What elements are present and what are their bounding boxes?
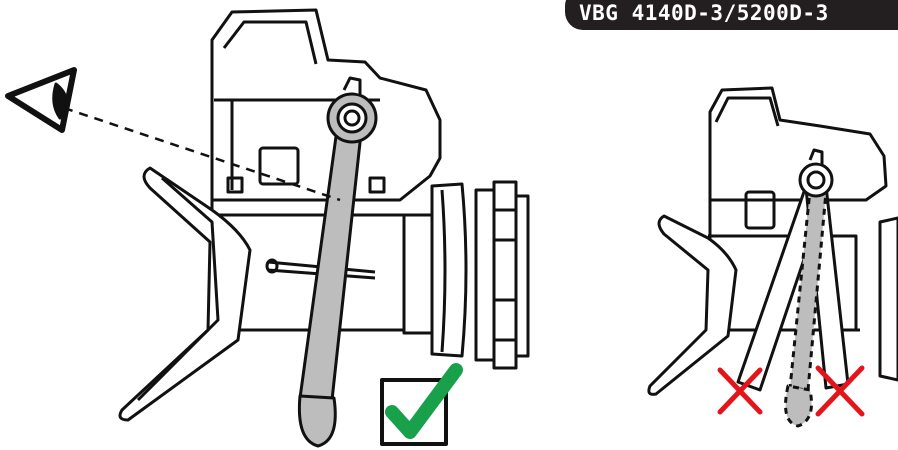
correct-alignment-figure bbox=[5, 8, 530, 448]
drawbar-small bbox=[647, 214, 738, 396]
model-badge: VBG 4140D-3/5200D-3 bbox=[565, 0, 898, 30]
cross-icon bbox=[815, 365, 865, 417]
lever-dashed-center bbox=[784, 188, 828, 428]
pivot-nut-inner bbox=[806, 170, 826, 190]
model-badge-text: VBG 4140D-3/5200D-3 bbox=[579, 1, 829, 25]
drawbar bbox=[118, 166, 252, 422]
lever bbox=[297, 76, 378, 448]
eye-icon bbox=[5, 67, 77, 133]
sight-line bbox=[63, 106, 341, 202]
mounting-flange bbox=[402, 180, 530, 370]
checkmark-icon bbox=[380, 363, 463, 446]
cross-icon bbox=[717, 367, 763, 415]
incorrect-alignment-figure bbox=[647, 86, 898, 428]
pivot-tab bbox=[808, 148, 824, 164]
